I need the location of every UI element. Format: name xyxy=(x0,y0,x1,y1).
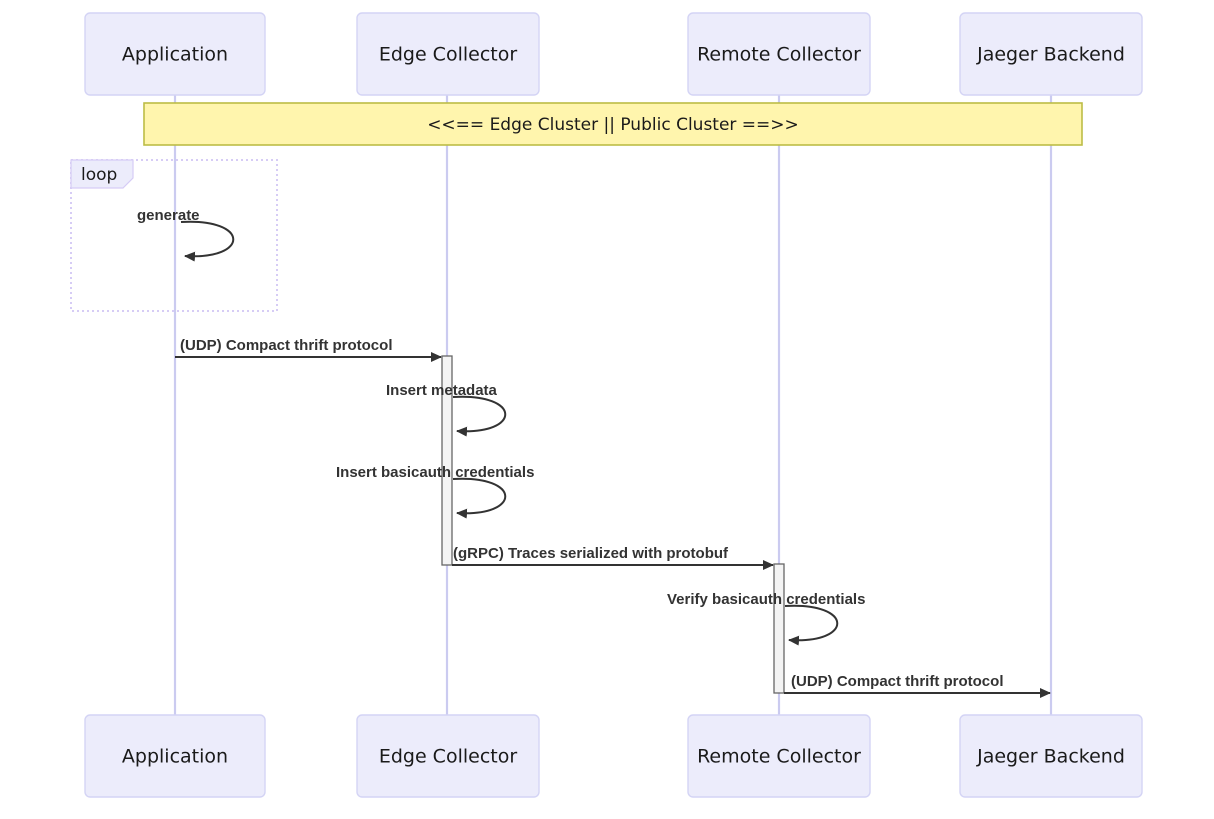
msg-generate-label: generate xyxy=(137,207,200,224)
msg-verify-basicauth-label: Verify basicauth credentials xyxy=(667,591,865,608)
msg-udp-compact-thrift-2: (UDP) Compact thrift protocol xyxy=(784,673,1051,698)
participant-label-application-top: Application xyxy=(122,44,228,66)
participant-box-jaeger-backend-top[interactable] xyxy=(959,12,1143,96)
msg-udp-compact-thrift-2-label: (UDP) Compact thrift protocol xyxy=(791,673,1003,690)
participant-remote-collector-bottom[interactable]: Remote Collector xyxy=(687,714,871,798)
cluster-divider-note xyxy=(143,102,1083,146)
msg-verify-basicauth-arc xyxy=(784,604,839,646)
cluster-divider-note-label: <<== Edge Cluster || Public Cluster ==>> xyxy=(427,115,799,135)
participant-label-edge-collector-top: Edge Collector xyxy=(379,44,518,66)
note-layer: <<== Edge Cluster || Public Cluster ==>> xyxy=(143,102,1083,146)
participant-box-remote-collector-bottom[interactable] xyxy=(687,714,871,798)
participant-box-jaeger-backend-bottom[interactable] xyxy=(959,714,1143,798)
msg-grpc-protobuf: (gRPC) Traces serialized with protobuf xyxy=(452,545,774,570)
msg-insert-basicauth: Insert basicauth credentials xyxy=(336,464,534,519)
msg-insert-metadata: Insert metadata xyxy=(386,382,507,437)
msg-generate: generate xyxy=(137,207,235,262)
loop-fragment-tag xyxy=(70,159,134,189)
msg-udp-compact-thrift-1-label: (UDP) Compact thrift protocol xyxy=(180,337,392,354)
participant-box-edge-collector-top[interactable] xyxy=(356,12,540,96)
lifelines-layer xyxy=(173,95,1053,715)
activation-remote-collector xyxy=(773,563,785,694)
activation-bars-layer xyxy=(441,355,785,694)
msg-generate-arc xyxy=(180,220,235,262)
participant-edge-collector-top[interactable]: Edge Collector xyxy=(356,12,540,96)
participant-box-application-bottom[interactable] xyxy=(84,714,266,798)
loop-fragment-layer: loop xyxy=(70,159,278,312)
msg-verify-basicauth: Verify basicauth credentials xyxy=(667,591,865,646)
participant-application-top[interactable]: Application xyxy=(84,12,266,96)
participant-label-remote-collector-bottom: Remote Collector xyxy=(697,746,861,768)
participant-jaeger-backend-top[interactable]: Jaeger Backend xyxy=(959,12,1143,96)
msg-insert-metadata-label: Insert metadata xyxy=(386,382,498,399)
participant-remote-collector-top[interactable]: Remote Collector xyxy=(687,12,871,96)
participant-label-edge-collector-bottom: Edge Collector xyxy=(379,746,518,768)
participant-box-edge-collector-bottom[interactable] xyxy=(356,714,540,798)
participant-box-application-top[interactable] xyxy=(84,12,266,96)
msg-insert-basicauth-arc xyxy=(452,477,507,519)
msg-insert-metadata-arc xyxy=(452,395,507,437)
msg-grpc-protobuf-label: (gRPC) Traces serialized with protobuf xyxy=(453,545,729,562)
loop-fragment-frame xyxy=(70,159,278,312)
msg-udp-compact-thrift-1: (UDP) Compact thrift protocol xyxy=(175,337,442,362)
participant-edge-collector-bottom[interactable]: Edge Collector xyxy=(356,714,540,798)
participant-label-jaeger-backend-top: Jaeger Backend xyxy=(976,44,1125,66)
activation-edge-collector xyxy=(441,355,453,566)
participant-jaeger-backend-bottom[interactable]: Jaeger Backend xyxy=(959,714,1143,798)
participant-application-bottom[interactable]: Application xyxy=(84,714,266,798)
participant-label-remote-collector-top: Remote Collector xyxy=(697,44,861,66)
participant-label-jaeger-backend-bottom: Jaeger Backend xyxy=(976,746,1125,768)
loop-fragment-tag-label: loop xyxy=(81,165,117,185)
participant-box-remote-collector-top[interactable] xyxy=(687,12,871,96)
msg-insert-basicauth-label: Insert basicauth credentials xyxy=(336,464,534,481)
messages-layer: generate(UDP) Compact thrift protocolIns… xyxy=(137,207,1051,698)
participant-label-application-bottom: Application xyxy=(122,746,228,768)
